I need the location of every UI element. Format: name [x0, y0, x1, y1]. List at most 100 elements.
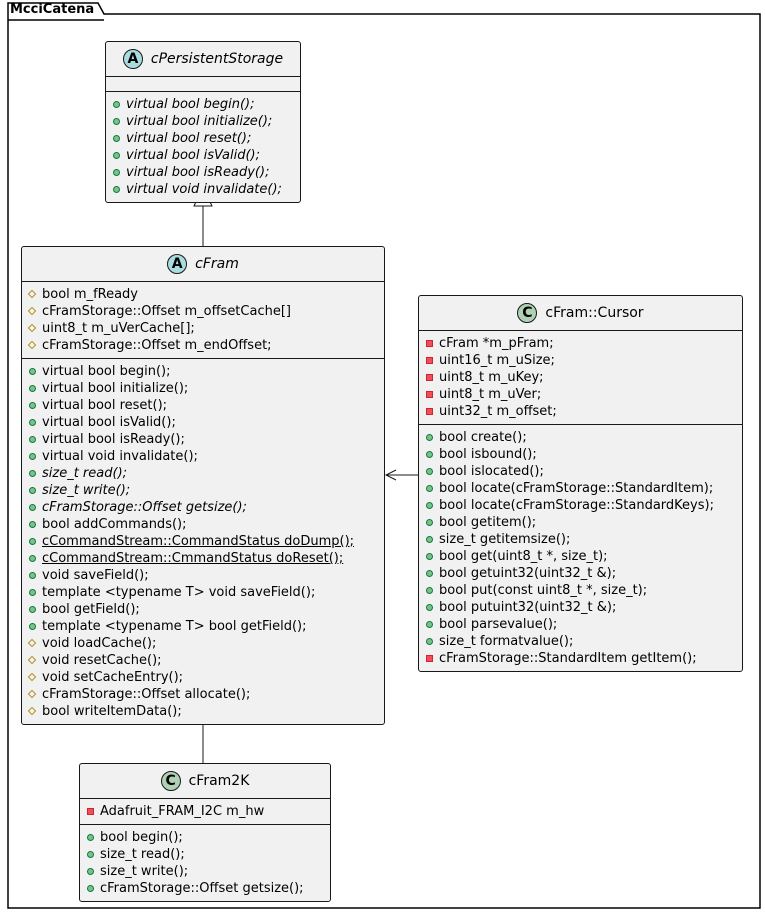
member-row: void setCacheEntry();: [22, 669, 384, 686]
fields-section: [106, 76, 300, 91]
member-row: virtual bool begin();: [22, 363, 384, 380]
public-visibility-icon: [426, 519, 433, 526]
private-visibility-icon: [426, 408, 433, 415]
protected-visibility-icon: [27, 306, 37, 316]
protected-visibility-icon: [27, 323, 37, 333]
public-visibility-icon: [29, 368, 36, 375]
public-visibility-icon: [29, 538, 36, 545]
member-row: size_t write();: [22, 482, 384, 499]
methods-section: virtual bool begin(); virtual bool initia…: [22, 358, 384, 724]
member-text: bool m_fReady: [42, 287, 139, 302]
member-text: cCommandStream::CmmandStatus doReset();: [42, 551, 344, 566]
member-text: virtual bool reset();: [126, 131, 252, 146]
class-cfram2k: C cFram2K Adafruit_FRAM_I2C m_hw bool be…: [79, 763, 331, 902]
methods-section: virtual bool begin();virtual bool initia…: [106, 91, 300, 202]
methods-section: bool begin();size_t read();size_t write(…: [80, 824, 330, 901]
public-visibility-icon: [426, 553, 433, 560]
member-text: uint32_t m_offset;: [439, 404, 557, 419]
member-row: cFramStorage::StandardItem getItem();: [419, 650, 742, 667]
member-row: cFramStorage::Offset m_offsetCache[]: [22, 303, 384, 320]
public-visibility-icon: [426, 468, 433, 475]
member-text: bool locate(cFramStorage::StandardKeys);: [439, 498, 714, 513]
private-visibility-icon: [426, 655, 433, 662]
protected-visibility-icon: [27, 340, 37, 350]
class-name: cFram2K: [188, 773, 250, 789]
protected-visibility-icon: [27, 689, 37, 699]
private-visibility-icon: [426, 340, 433, 347]
member-text: cFramStorage::StandardItem getItem();: [439, 651, 697, 666]
member-text: Adafruit_FRAM_I2C m_hw: [100, 804, 265, 819]
member-text: cFram *m_pFram;: [439, 336, 554, 351]
class-name: cFram::Cursor: [545, 305, 644, 321]
member-text: bool getuint32(uint32_t &);: [439, 566, 617, 581]
member-row: virtual bool initialize();: [106, 113, 300, 130]
member-text: virtual bool initialize();: [42, 381, 189, 396]
public-visibility-icon: [29, 453, 36, 460]
member-row: uint8_t m_uVerCache[];: [22, 320, 384, 337]
private-visibility-icon: [426, 391, 433, 398]
member-text: cFramStorage::Offset allocate();: [42, 687, 251, 702]
member-text: bool getitem();: [439, 515, 537, 530]
member-text: size_t read();: [42, 466, 128, 481]
public-visibility-icon: [426, 434, 433, 441]
member-row: void resetCache();: [22, 652, 384, 669]
package-name: McciCatena: [10, 2, 95, 17]
member-text: cFramStorage::Offset m_offsetCache[]: [42, 304, 291, 319]
fields-section: Adafruit_FRAM_I2C m_hw: [80, 798, 330, 824]
methods-section: bool create();bool isbound();bool isloca…: [419, 424, 742, 671]
member-text: void saveField();: [42, 568, 149, 583]
member-text: cCommandStream::CommandStatus doDump();: [42, 534, 355, 549]
member-text: bool create();: [439, 430, 527, 445]
member-row: size_t read();: [22, 465, 384, 482]
public-visibility-icon: [87, 885, 94, 892]
member-row: cCommandStream::CmmandStatus doReset();: [22, 550, 384, 567]
protected-visibility-icon: [27, 672, 37, 682]
member-text: virtual bool isReady();: [42, 432, 185, 447]
public-visibility-icon: [87, 834, 94, 841]
member-text: bool put(const uint8_t *, size_t);: [439, 583, 648, 598]
public-visibility-icon: [426, 621, 433, 628]
member-row: virtual bool reset();: [106, 130, 300, 147]
member-row: cFramStorage::Offset getsize();: [80, 880, 330, 897]
member-text: virtual bool begin();: [42, 364, 171, 379]
member-row: bool getField();: [22, 601, 384, 618]
member-text: virtual void invalidate();: [42, 449, 198, 464]
public-visibility-icon: [426, 570, 433, 577]
member-text: size_t read();: [100, 847, 185, 862]
member-text: size_t write();: [100, 864, 189, 879]
member-text: bool writeItemData();: [42, 704, 182, 719]
member-text: virtual void invalidate();: [126, 182, 282, 197]
member-text: bool get(uint8_t *, size_t);: [439, 549, 608, 564]
public-visibility-icon: [426, 485, 433, 492]
member-row: template <typename T> bool getField();: [22, 618, 384, 635]
public-visibility-icon: [29, 606, 36, 613]
public-visibility-icon: [29, 572, 36, 579]
member-row: void loadCache();: [22, 635, 384, 652]
public-visibility-icon: [113, 186, 120, 193]
public-visibility-icon: [29, 436, 36, 443]
member-text: bool locate(cFramStorage::StandardItem);: [439, 481, 714, 496]
member-row: virtual bool begin();: [106, 96, 300, 113]
member-text: bool getField();: [42, 602, 140, 617]
class-icon: C: [160, 771, 181, 791]
member-text: virtual bool initialize();: [126, 114, 273, 129]
member-row: bool m_fReady: [22, 286, 384, 303]
member-row: bool getuint32(uint32_t &);: [419, 565, 742, 582]
protected-visibility-icon: [27, 655, 37, 665]
class-cpersistentstorage: A cPersistentStorage virtual bool begin(…: [105, 41, 301, 203]
public-visibility-icon: [29, 487, 36, 494]
member-text: void loadCache();: [42, 636, 157, 651]
member-row: uint8_t m_uKey;: [419, 369, 742, 386]
class-icon: C: [517, 303, 538, 323]
public-visibility-icon: [426, 502, 433, 509]
abstract-class-icon: A: [167, 254, 188, 274]
class-header: C cFram2K: [80, 764, 330, 798]
member-text: cFramStorage::Offset getsize();: [100, 881, 304, 896]
public-visibility-icon: [29, 623, 36, 630]
public-visibility-icon: [29, 385, 36, 392]
member-row: bool get(uint8_t *, size_t);: [419, 548, 742, 565]
member-row: cFram *m_pFram;: [419, 335, 742, 352]
member-row: bool locate(cFramStorage::StandardItem);: [419, 480, 742, 497]
protected-visibility-icon: [27, 638, 37, 648]
